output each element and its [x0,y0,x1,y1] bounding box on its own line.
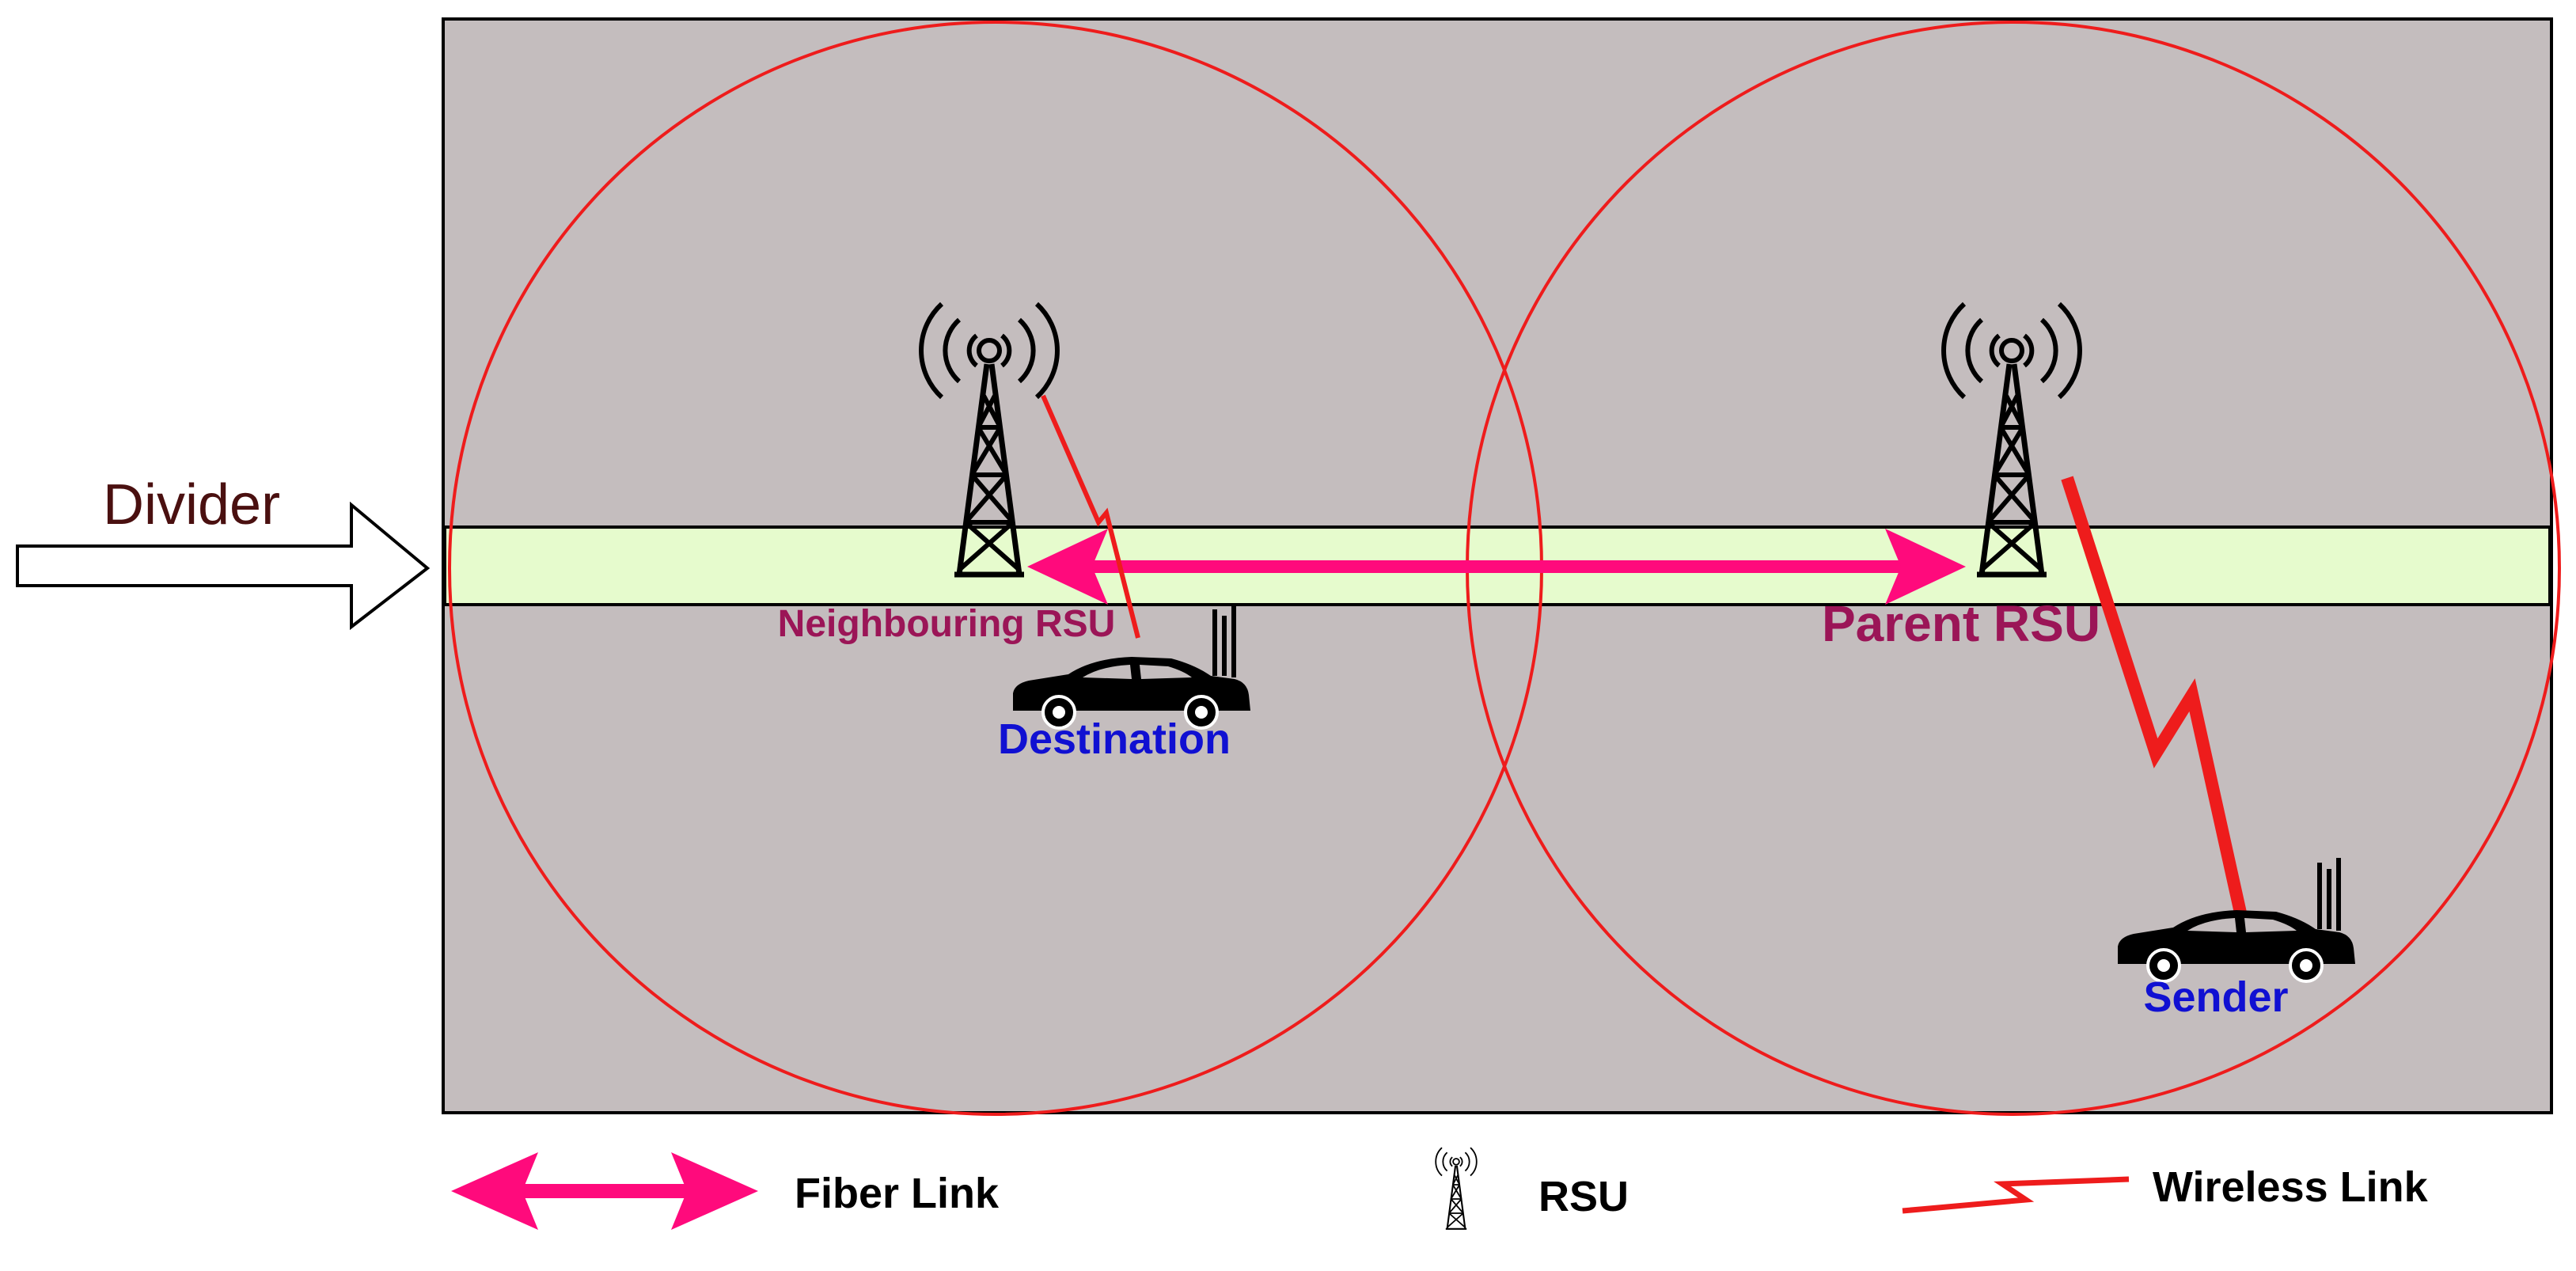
legend-fiber-link-label: Fiber Link [795,1170,1000,1217]
divider-arrow [16,501,431,631]
sender-label: Sender [2143,973,2288,1021]
wireless-link-destination [1041,394,1140,639]
destination-label: Destination [998,715,1231,763]
divider-label: Divider [103,473,280,537]
legend-fiber-link-arrow [451,1152,758,1230]
wireless-link-sender [2061,476,2251,932]
legend-wireless-link-label: Wireless Link [2153,1163,2429,1211]
neighbouring-rsu-label: Neighbouring RSU [778,603,1116,645]
legend-wireless-link-icon [1902,1176,2130,1214]
legend-rsu-tower-icon [1435,1147,1478,1230]
legend-rsu-label: RSU [1538,1173,1629,1220]
legend: Fiber Link RSU Wireless Link [451,1147,2429,1230]
fiber-link-arrow [1027,529,1966,605]
parent-rsu-label: Parent RSU [1822,595,2100,652]
